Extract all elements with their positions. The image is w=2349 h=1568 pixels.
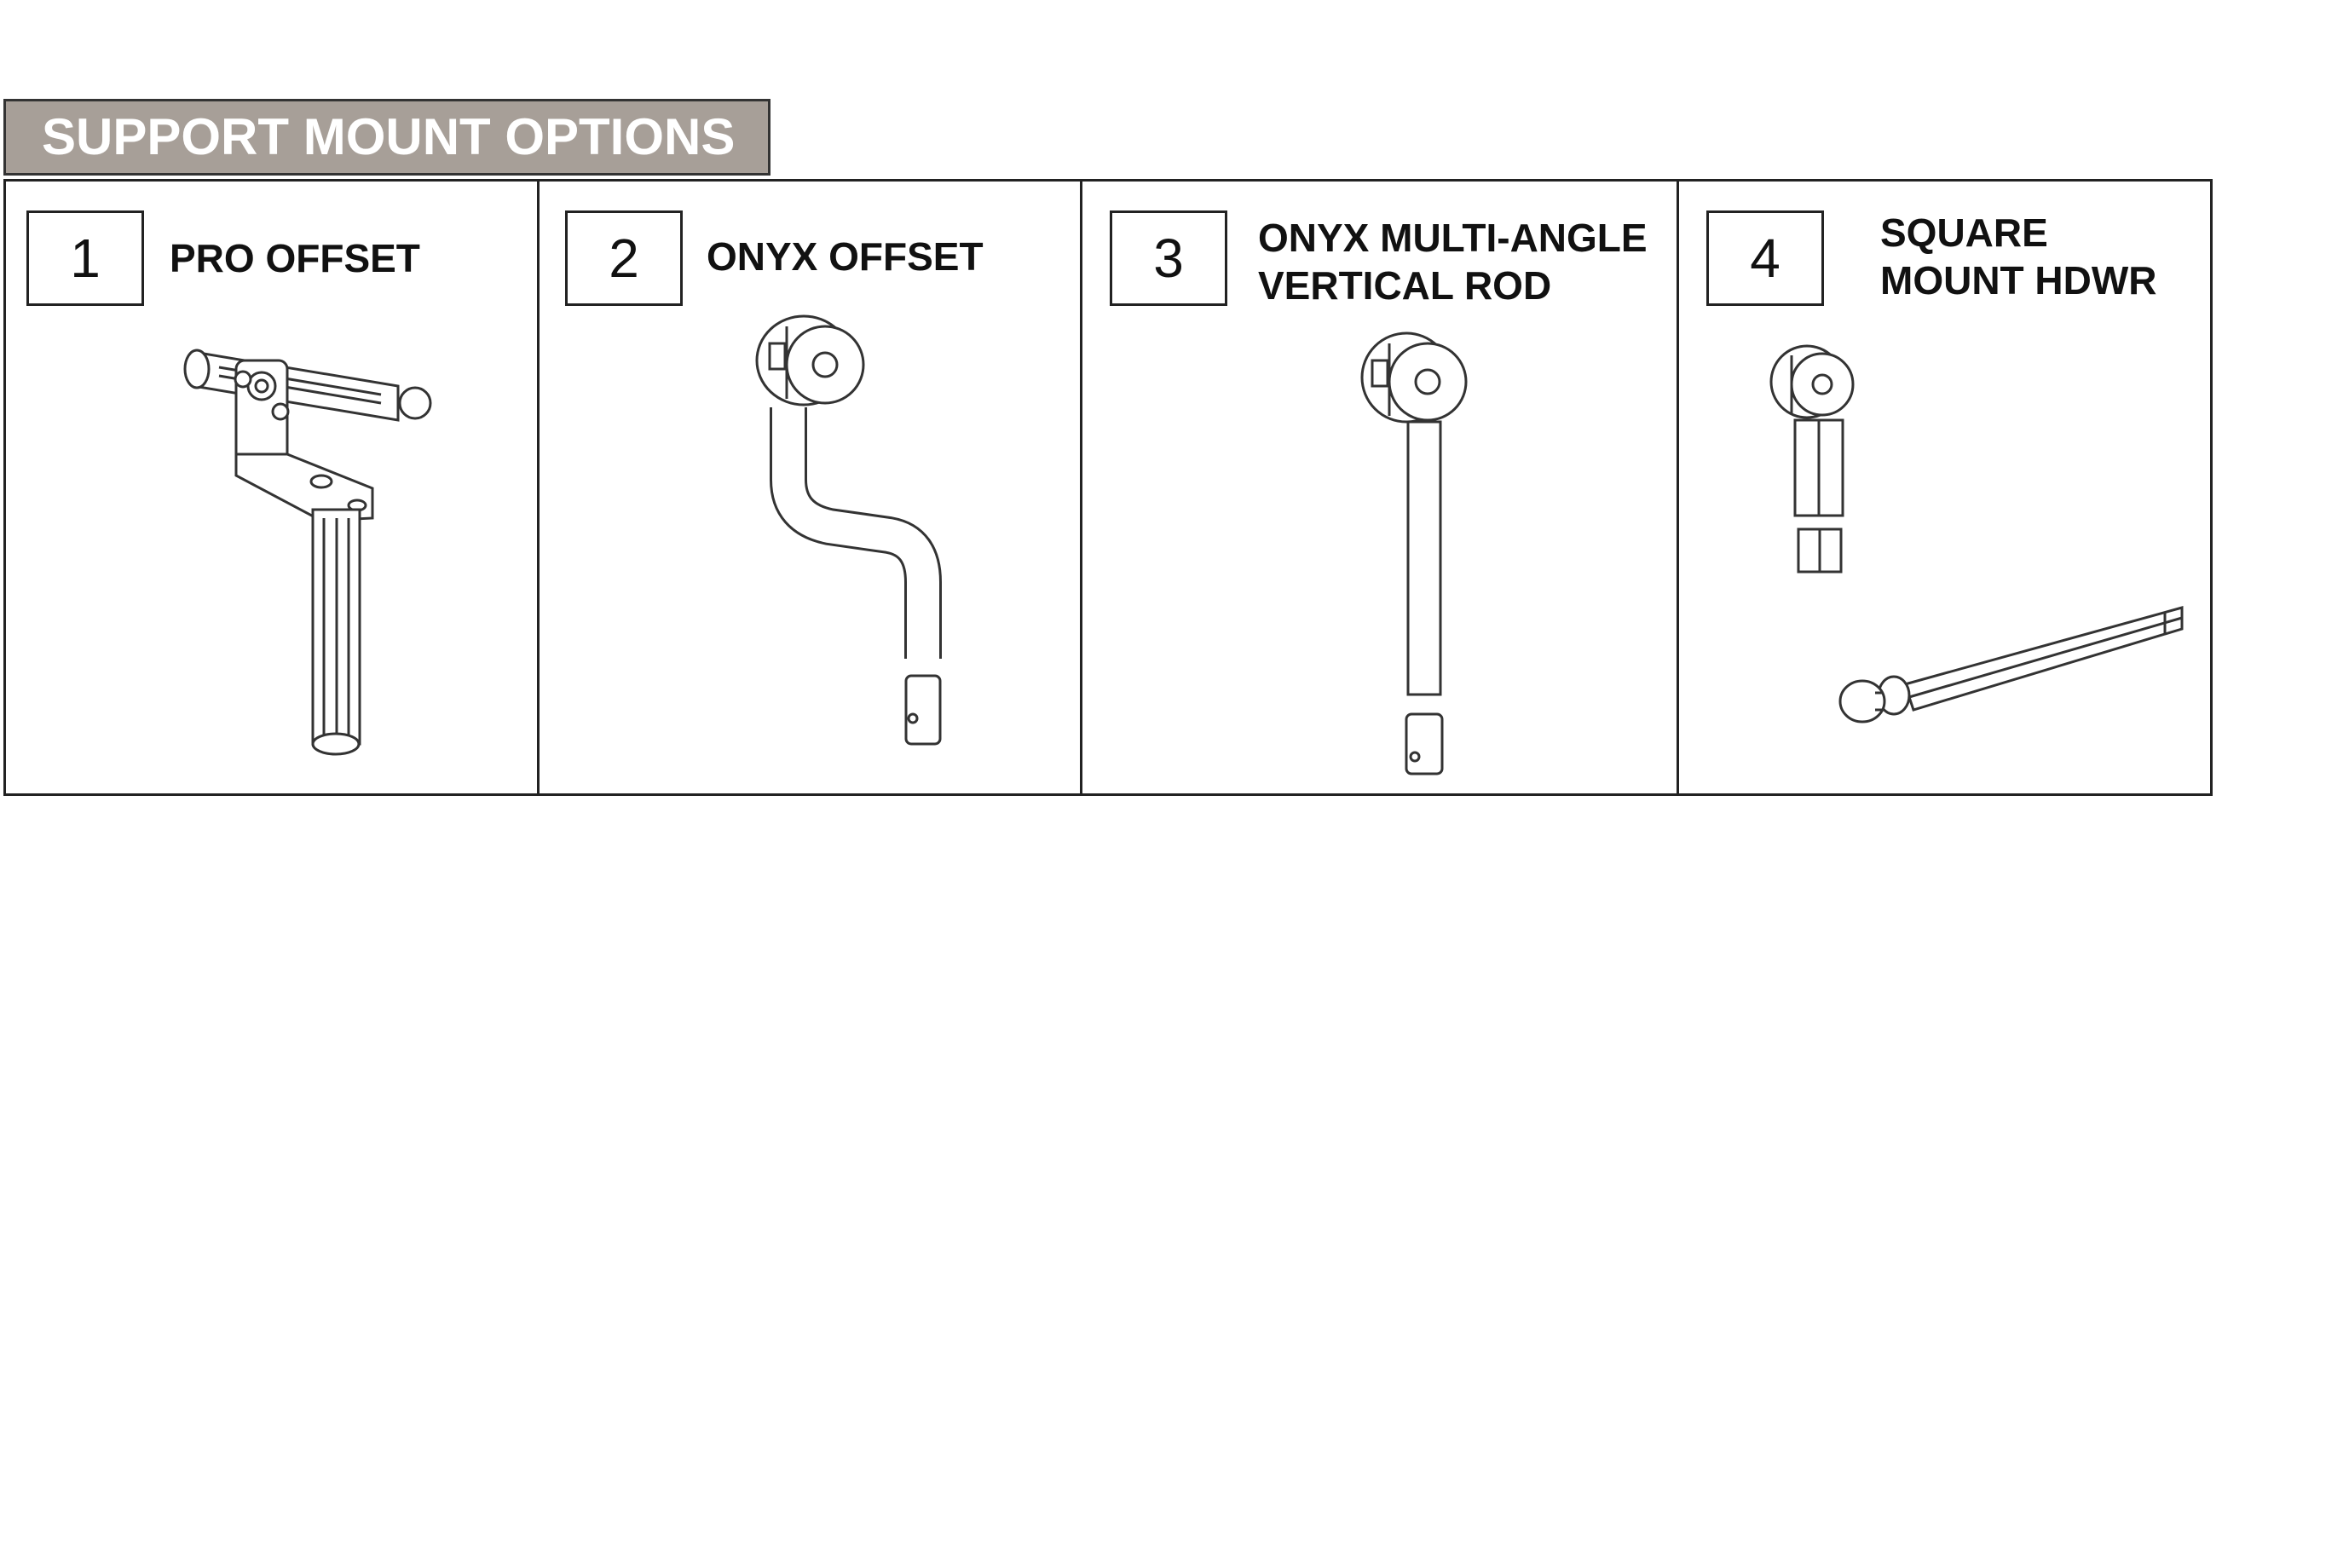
option-label: SQUARE MOUNT HDWR bbox=[1880, 210, 2157, 303]
option-number: 2 bbox=[565, 210, 683, 306]
square-mount-illustration bbox=[1747, 335, 2190, 744]
option-cell-onyx-offset: 2 ONYX OFFSET bbox=[540, 182, 1082, 793]
pro-offset-illustration bbox=[168, 326, 458, 770]
option-cell-square-mount: 4 SQUARE MOUNT HDWR bbox=[1679, 182, 2210, 793]
option-number: 3 bbox=[1110, 210, 1227, 306]
vertical-rod-illustration bbox=[1355, 326, 1492, 778]
section-title: SUPPORT MOUNT OPTIONS bbox=[3, 99, 770, 176]
onyx-offset-illustration bbox=[744, 309, 949, 752]
option-cell-onyx-multi-angle: 3 ONYX MULTI-ANGLE VERTICAL ROD bbox=[1082, 182, 1679, 793]
option-cell-pro-offset: 1 PRO OFFSET bbox=[6, 182, 540, 793]
option-label: PRO OFFSET bbox=[170, 236, 420, 280]
option-number: 1 bbox=[26, 210, 144, 306]
option-label: ONYX MULTI-ANGLE VERTICAL ROD bbox=[1258, 216, 1648, 308]
option-label: ONYX OFFSET bbox=[707, 234, 984, 279]
options-table: 1 PRO OFFSET 2 bbox=[3, 179, 2213, 796]
option-number: 4 bbox=[1706, 210, 1824, 306]
